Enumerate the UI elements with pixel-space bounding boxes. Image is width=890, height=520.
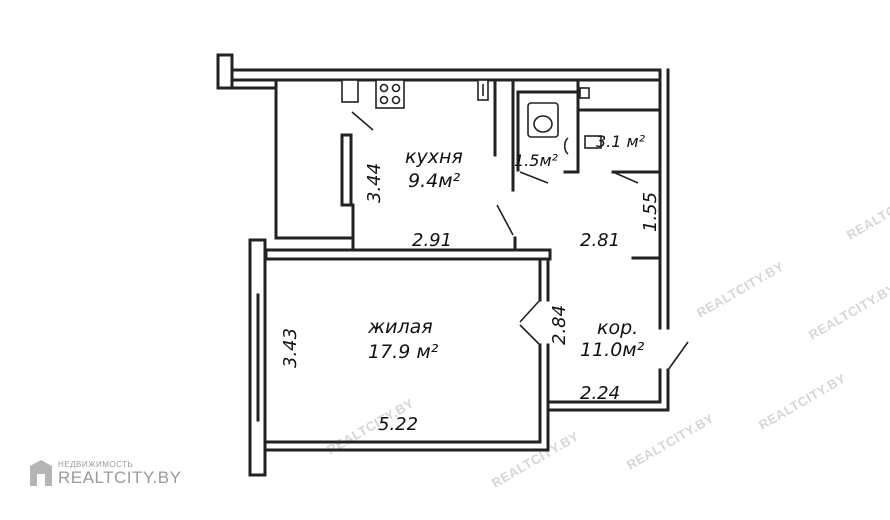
brand-small-text: НЕДВИЖИМОСТЬ (58, 459, 134, 469)
corridor-name: кор. (597, 317, 638, 339)
dim-corridor-side: 1.55 (640, 192, 661, 232)
door-toilet (612, 171, 639, 184)
dim-kitchen-height: 3.44 (364, 163, 385, 203)
kitchen-counter (341, 79, 359, 103)
brand-watermark: НЕДВИЖИМОСТЬ REALTCITY.BY (30, 460, 181, 486)
toilet-area: 3.1 м² (596, 132, 646, 151)
kitchen-name: кухня (405, 146, 463, 168)
watermark-text: REALTCITY.BY (756, 370, 849, 432)
door-living-lower (519, 324, 541, 346)
dim-living-height: 3.43 (280, 328, 301, 368)
watermark-text: REALTCITY.BY (489, 428, 582, 490)
living-area: 17.9 м² (368, 341, 439, 363)
wall-kitchen-living (264, 248, 552, 261)
toilet-room-fixture (579, 87, 590, 99)
dim-corridor-bottom: 2.24 (580, 383, 620, 404)
watermark-text: REALTCITY.BY (624, 410, 717, 472)
living-name: жилая (367, 316, 433, 338)
watermark-text: REALTCITY.BY (694, 258, 787, 320)
sink-icon (477, 79, 489, 101)
door-balcony (351, 111, 374, 131)
kitchen-area: 9.4м² (408, 170, 461, 192)
corridor-area: 11.0м² (580, 339, 645, 361)
door-bathroom (519, 171, 549, 184)
watermark-text: REALTCITY.BY (844, 180, 890, 242)
kitchen-window-wall (340, 133, 353, 207)
bathroom-area: 1.5м² (514, 151, 559, 170)
dim-kitchen-width: 2.91 (412, 230, 452, 251)
brand-name-text: REALTCITY.BY (58, 467, 182, 487)
dim-corridor-width: 2.81 (580, 230, 620, 251)
brand-logo-icon (30, 460, 52, 486)
door-living-upper (519, 299, 541, 323)
washbasin-icon (563, 135, 602, 155)
fixtures (341, 79, 602, 155)
toilet-icon (527, 102, 559, 138)
watermark-text: REALTCITY.BY (806, 280, 890, 342)
dim-living-width: 5.22 (378, 414, 418, 435)
wall-stub-top-left (216, 53, 234, 90)
dimension-labels: 3.44 2.91 2.81 1.55 3.43 5.22 2.84 2.24 (280, 163, 661, 435)
door-entrance (667, 341, 689, 371)
dim-living-door-side: 2.84 (549, 305, 570, 345)
walls (216, 53, 670, 477)
door-kitchen (496, 204, 514, 236)
stove-icon (375, 79, 405, 109)
room-labels: кухня 9.4м² 1.5м² 3.1 м² жилая 17.9 м² к… (367, 132, 646, 363)
brand-text: НЕДВИЖИМОСТЬ REALTCITY.BY (58, 459, 182, 487)
doors (351, 111, 689, 371)
